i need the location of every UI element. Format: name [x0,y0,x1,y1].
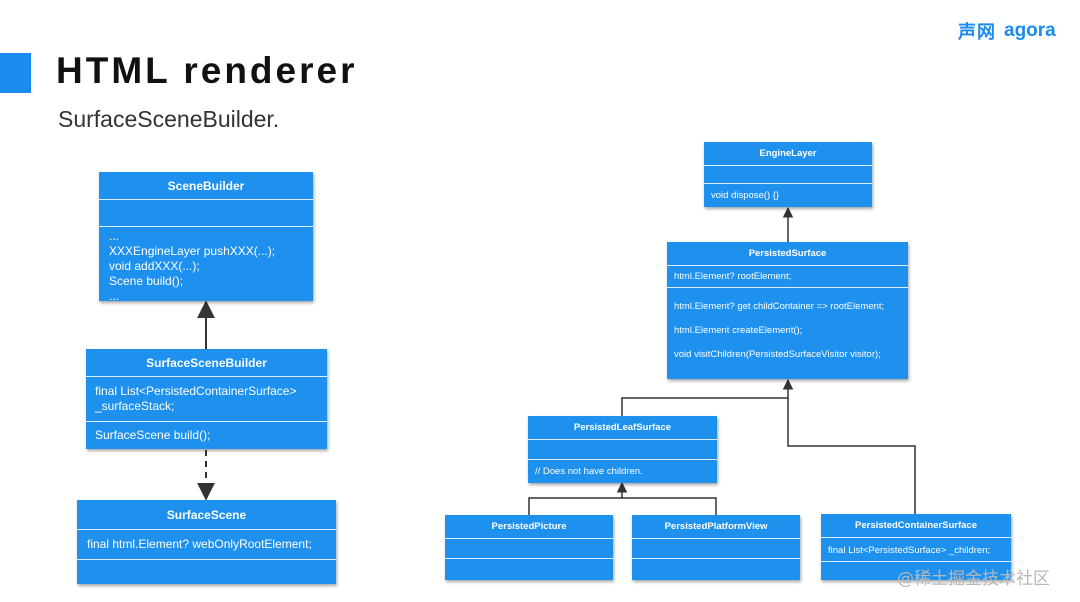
methods-section [445,559,613,580]
attributes-section [632,539,800,559]
class-name: SurfaceScene [77,500,336,530]
attributes-section: final List<PersistedSurface> _children; [821,538,1011,562]
method-line: html.Element? get childContainer => root… [674,301,885,312]
attribute-line: final List<PersistedContainerSurface> [95,384,297,398]
attribute-line: html.Element? rootElement; [674,271,792,282]
title-accent-bar [0,53,31,93]
logo-cn-text: 声网 [958,22,996,43]
agora-logo: 声网 agora [958,18,1056,44]
class-name: PersistedSurface [667,242,908,266]
attributes-section [528,440,717,460]
method-line: // Does not have children. [535,466,643,477]
arrow-picture-to-leaf [528,481,628,515]
attribute-line: final List<PersistedSurface> _children; [828,545,991,556]
class-name: PersistedContainerSurface [821,514,1011,538]
arrow-container-to-ps [787,398,916,514]
class-name: PersistedLeafSurface [528,416,717,440]
attributes-section [445,539,613,559]
method-line: void addXXX(...); [109,259,200,273]
class-box-enginelayer: EngineLayer void dispose() {} [704,142,872,207]
class-box-persistedplatformview: PersistedPlatformView [632,515,800,580]
methods-section: SurfaceScene build(); [86,422,327,449]
method-line: ... [109,229,120,243]
method-line: void dispose() {} [711,190,780,201]
arrow-leaf-to-ps [621,378,794,416]
methods-section [632,559,800,580]
methods-section: void dispose() {} [704,184,872,207]
class-name: PersistedPlatformView [632,515,800,539]
class-name: PersistedPicture [445,515,613,539]
method-line: ... [109,289,120,301]
class-name: SceneBuilder [99,172,313,200]
class-box-persistedsurface: PersistedSurface html.Element? rootEleme… [667,242,908,379]
methods-section: // Does not have children. [528,460,717,483]
attribute-line: final html.Element? webOnlyRootElement; [87,537,312,551]
attributes-section: final List<PersistedContainerSurface> _s… [86,377,327,422]
methods-section [77,560,336,584]
attributes-section: final html.Element? webOnlyRootElement; [77,530,336,560]
arrow-platformview-to-leaf [622,497,717,515]
attribute-line: _surfaceStack; [95,399,175,413]
class-box-surfacescene: SurfaceScene final html.Element? webOnly… [77,500,336,584]
class-box-persistedpicture: PersistedPicture [445,515,613,580]
class-box-scenebuilder: SceneBuilder ... XXXEngineLayer pushXXX(… [99,172,313,301]
attributes-section: html.Element? rootElement; [667,266,908,288]
slide-subtitle: SurfaceSceneBuilder. [58,106,280,132]
class-box-persistedcontainersurface: PersistedContainerSurface final List<Per… [821,514,1011,580]
juejin-watermark: @稀土掘金技术社区 [897,569,1050,589]
method-line: void visitChildren(PersistedSurfaceVisit… [674,349,881,360]
slide-title: HTML renderer [56,50,358,91]
method-line: SurfaceScene build(); [95,428,211,442]
class-name: EngineLayer [704,142,872,166]
method-line: XXXEngineLayer pushXXX(...); [109,244,276,258]
attributes-section [99,200,313,227]
methods-section: html.Element? get childContainer => root… [667,288,908,379]
methods-section: ... XXXEngineLayer pushXXX(...); void ad… [99,227,313,301]
class-box-surfacescenebuilder: SurfaceSceneBuilder final List<Persisted… [86,349,327,449]
method-line: html.Element createElement(); [674,325,803,336]
class-box-persistedleafsurface: PersistedLeafSurface // Does not have ch… [528,416,717,483]
method-line: Scene build(); [109,274,184,288]
attributes-section [704,166,872,184]
class-name: SurfaceSceneBuilder [86,349,327,377]
logo-en-text: agora [1004,20,1056,41]
